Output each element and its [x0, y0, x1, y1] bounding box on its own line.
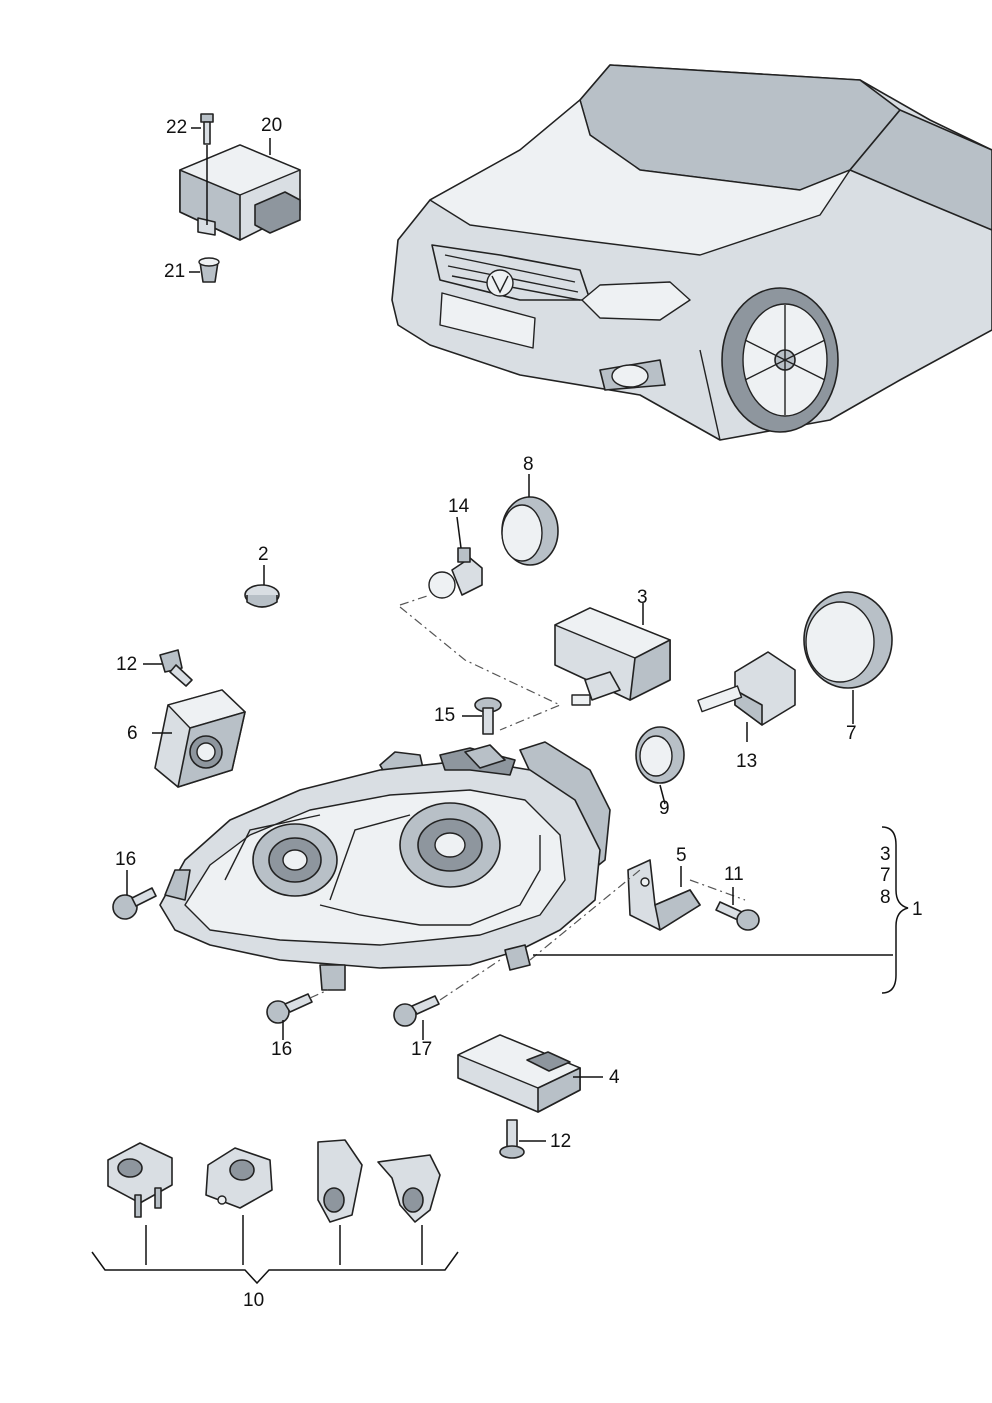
callout-21: 21	[164, 261, 186, 282]
callout-10: 10	[243, 1290, 265, 1311]
screw-16-left	[112, 887, 157, 920]
control-unit-4	[457, 1034, 581, 1113]
clip-nut-21	[198, 257, 220, 283]
callout-16-left: 16	[115, 849, 137, 870]
group-label-3: 3	[880, 844, 891, 865]
control-unit-20	[179, 144, 301, 241]
screw-22	[200, 113, 214, 145]
group-label-8: 8	[880, 887, 891, 908]
callout-3: 3	[637, 587, 648, 608]
screw-15	[474, 697, 502, 735]
part-10-c	[317, 1139, 363, 1223]
callout-2: 2	[258, 544, 269, 565]
callout-11: 11	[724, 864, 744, 885]
part-10-b	[205, 1147, 273, 1209]
screw-16-bottom	[266, 993, 313, 1024]
leader-lines	[91, 127, 909, 1285]
car-front-illustration	[391, 64, 992, 441]
gas-discharge-bulb-13	[697, 651, 796, 726]
callout-5: 5	[676, 845, 687, 866]
headlight-1	[159, 741, 611, 991]
bracket-5	[627, 859, 701, 931]
callout-1: 1	[912, 899, 923, 920]
callout-12-top: 12	[116, 654, 138, 675]
callout-15: 15	[434, 705, 456, 726]
group-label-7: 7	[880, 865, 891, 886]
callout-17: 17	[411, 1039, 433, 1060]
cover-cap-8	[501, 496, 559, 566]
cap-2	[244, 584, 280, 608]
callout-6: 6	[127, 723, 138, 744]
part-10-d	[377, 1154, 441, 1223]
callout-16-bottom: 16	[271, 1039, 293, 1060]
cover-cap-7	[803, 591, 893, 689]
control-unit-6	[154, 689, 246, 788]
screw-12-top	[159, 649, 193, 687]
callout-20: 20	[261, 115, 283, 136]
range-control-motor-3	[554, 607, 671, 706]
callout-13: 13	[736, 751, 758, 772]
screw-11	[715, 901, 760, 931]
screw-12-bottom	[499, 1119, 525, 1159]
callout-14: 14	[448, 496, 470, 517]
callout-22: 22	[166, 117, 188, 138]
callout-4: 4	[609, 1067, 620, 1088]
screw-17	[393, 995, 440, 1027]
callout-12-bottom: 12	[550, 1131, 572, 1152]
bulb-14	[428, 547, 483, 599]
adapter-ring-9	[635, 726, 685, 784]
part-10-a	[107, 1142, 173, 1218]
callout-7: 7	[846, 723, 857, 744]
callout-9: 9	[659, 798, 670, 819]
callout-8: 8	[523, 454, 534, 475]
